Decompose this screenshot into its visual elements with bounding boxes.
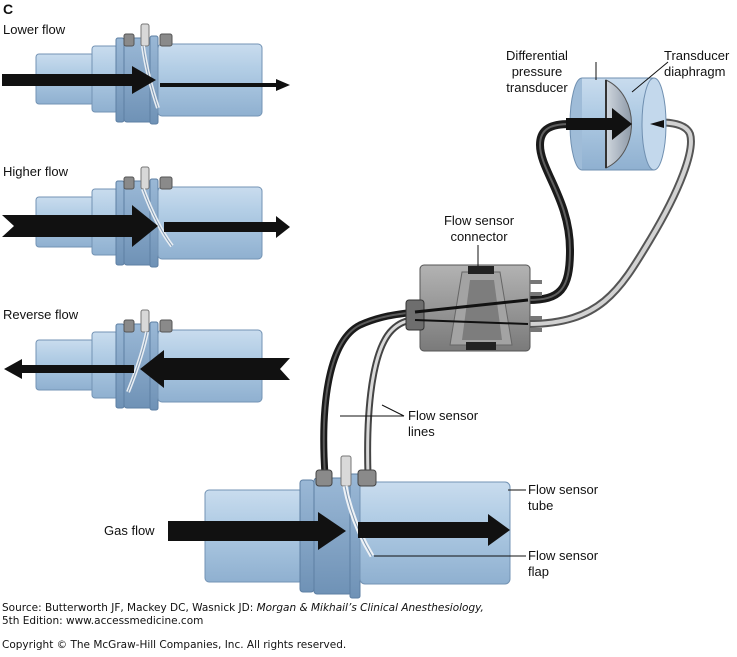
label-transducer-diaphragm: Transducer diaphragm bbox=[664, 48, 730, 79]
label-lower-flow: Lower flow bbox=[3, 22, 66, 37]
arrow-lower-flow bbox=[2, 66, 290, 94]
sensor-lower-flow bbox=[35, 23, 263, 125]
panel-letter: C bbox=[3, 1, 14, 17]
label-gas-flow: Gas flow bbox=[104, 523, 155, 538]
leader-lines bbox=[340, 61, 669, 557]
label-flow-sensor-connector: Flow sensor connector bbox=[443, 213, 515, 244]
label-reverse-flow: Reverse flow bbox=[3, 307, 79, 322]
label-flow-sensor-lines: Flow sensor lines bbox=[408, 408, 479, 439]
copyright: Copyright © The McGraw-Hill Companies, I… bbox=[2, 639, 347, 651]
label-differential-pressure-transducer: Differential pressure transducer bbox=[506, 48, 568, 95]
label-flow-sensor-tube: Flow sensor tube bbox=[528, 482, 599, 513]
arrow-reverse-flow bbox=[4, 350, 290, 388]
differential-pressure-transducer bbox=[566, 77, 667, 171]
label-flow-sensor-flap: Flow sensor flap bbox=[528, 548, 599, 579]
source-citation: Source: Butterworth JF, Mackey DC, Wasni… bbox=[2, 602, 484, 614]
arrow-higher-flow bbox=[2, 205, 290, 247]
label-higher-flow: Higher flow bbox=[3, 164, 69, 179]
source-edition: 5th Edition: www.accessmedicine.com bbox=[2, 615, 204, 627]
flow-sensor-connector bbox=[405, 264, 542, 352]
arrow-gas-flow bbox=[168, 512, 510, 550]
